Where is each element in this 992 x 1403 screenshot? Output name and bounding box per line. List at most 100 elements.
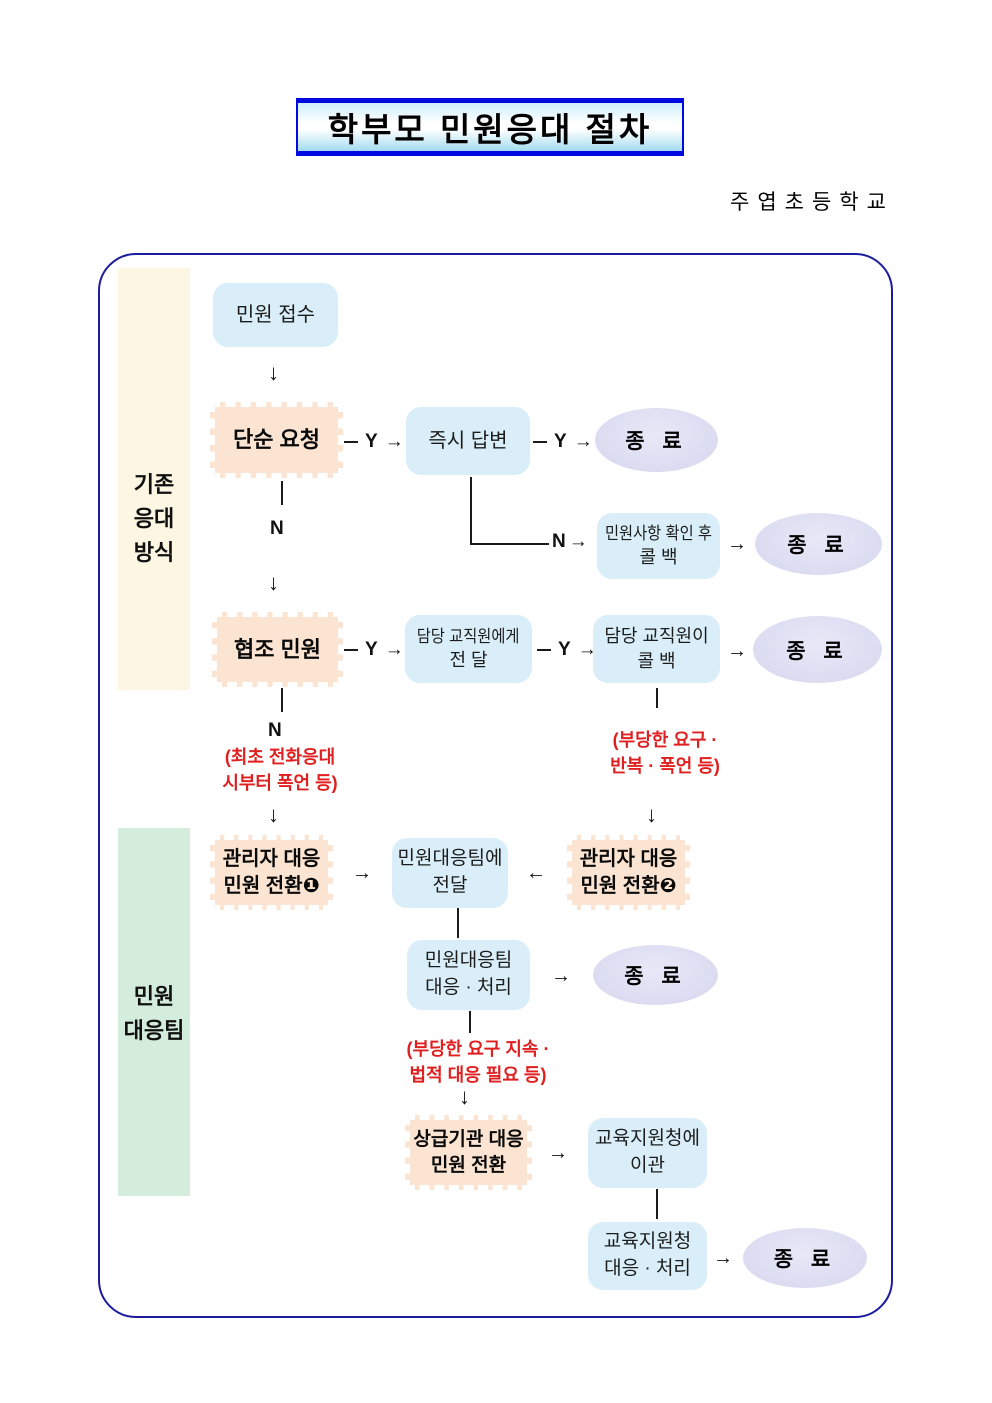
node-label: 이관 xyxy=(630,1155,665,1176)
lane-label: 대응팀 xyxy=(123,1018,185,1043)
node-label: 관리자 대응 xyxy=(222,847,321,870)
lane-existing-method: 기존 응대 방식 xyxy=(118,268,190,690)
arrow-left-icon: ← xyxy=(526,862,546,884)
arrow-down-icon: ↓ xyxy=(268,360,279,385)
node-end: 종 료 xyxy=(593,945,718,1005)
arrow-right-icon: → xyxy=(727,640,747,662)
annotation-line: 법적 대응 필요 등) xyxy=(409,1065,547,1086)
yes-label: Y xyxy=(558,639,571,660)
no-label: N xyxy=(552,531,566,552)
node-label: 민원 전환❷ xyxy=(580,874,677,897)
connector-line xyxy=(533,441,547,443)
node-label: 전달 xyxy=(432,875,468,896)
arrow-down-icon: ↓ xyxy=(268,570,279,595)
lane-label: 응대 xyxy=(133,506,175,531)
page-title: 학부모 민원응대 절차 xyxy=(296,98,684,156)
arrow-right-icon: → xyxy=(577,639,597,660)
edge-yes: Y → xyxy=(533,431,593,453)
node-team-forward: 민원대응팀에 전달 xyxy=(392,838,508,908)
node-coop-request: 협조 민원 xyxy=(212,612,343,687)
no-label: N xyxy=(268,720,282,741)
node-label: 교육지원청 xyxy=(603,1231,692,1253)
node-label: 콜 백 xyxy=(639,547,678,568)
school-name: 주엽초등학교 xyxy=(730,191,894,214)
edge-yes: Y → xyxy=(344,431,404,453)
arrow-right-icon: → xyxy=(384,639,404,660)
annotation-line: 반복 · 폭언 등) xyxy=(610,756,720,777)
annotation-abuse-from-start: (최초 전화응대 시부터 폭언 등) xyxy=(198,744,362,796)
node-label: 관리자 대응 xyxy=(579,847,678,870)
node-complaint-receipt: 민원 접수 xyxy=(213,283,338,347)
node-label: 민원 전환 xyxy=(430,1154,507,1176)
node-label: 대응 · 처리 xyxy=(604,1258,691,1279)
page-title-text: 학부모 민원응대 절차 xyxy=(327,111,653,148)
connector-line xyxy=(469,1011,471,1033)
node-office-handle: 교육지원청 대응 · 처리 xyxy=(588,1222,707,1290)
connector-line xyxy=(656,1189,658,1219)
annotation-unfair-persist: (부당한 요구 지속 · 법적 대응 필요 등) xyxy=(388,1036,568,1088)
connector-line xyxy=(470,477,472,544)
lane-label: 민원 xyxy=(133,984,175,1009)
node-label: 대응 · 처리 xyxy=(425,977,512,998)
node-end: 종 료 xyxy=(753,616,882,683)
node-label: 협조 민원 xyxy=(233,636,322,662)
node-staff-forward: 담당 교직원에게 전 달 xyxy=(405,615,532,683)
node-staff-callback: 담당 교직원이 콜 백 xyxy=(593,615,720,683)
node-manager-switch-2: 관리자 대응 민원 전환❷ xyxy=(567,835,690,910)
node-end: 종 료 xyxy=(755,513,882,575)
edge-no: N → xyxy=(552,532,588,551)
connector-line xyxy=(281,481,283,505)
node-label: 상급기관 대응 xyxy=(413,1128,524,1150)
arrow-right-icon: → xyxy=(727,533,747,555)
node-label: 담당 교직원이 xyxy=(604,625,709,646)
no-label: N xyxy=(270,518,284,539)
node-label: 민원 전환❶ xyxy=(223,874,320,897)
arrow-right-icon: → xyxy=(352,862,372,884)
node-upper-switch: 상급기관 대응 민원 전환 xyxy=(405,1115,532,1190)
node-end: 종 료 xyxy=(743,1228,867,1288)
node-manager-switch-1: 관리자 대응 민원 전환❶ xyxy=(210,835,333,910)
connector-line xyxy=(470,543,549,545)
annotation-line: (최초 전화응대 xyxy=(224,747,336,767)
connector-line xyxy=(344,649,358,651)
node-label: 종 료 xyxy=(773,1248,837,1271)
edge-yes: Y → xyxy=(537,639,597,661)
yes-label: Y xyxy=(365,639,378,660)
annotation-line: 시부터 폭언 등) xyxy=(222,773,338,794)
node-label: 담당 교직원에게 xyxy=(417,626,520,646)
node-end: 종 료 xyxy=(595,408,718,472)
node-label: 민원대응팀에 xyxy=(397,848,503,870)
connector-line xyxy=(537,649,551,651)
node-label: 콜 백 xyxy=(637,651,676,671)
lane-label: 기존 xyxy=(133,472,175,497)
arrow-right-icon: → xyxy=(384,431,404,452)
arrow-right-icon: → xyxy=(548,1142,568,1164)
node-label: 종 료 xyxy=(624,965,687,988)
yes-label: Y xyxy=(554,431,567,452)
node-label: 종 료 xyxy=(786,639,849,663)
arrow-right-icon: → xyxy=(573,431,593,452)
connector-line xyxy=(344,441,358,443)
connector-line xyxy=(656,688,658,708)
node-simple-request: 단순 요청 xyxy=(210,402,343,478)
node-label: 교육지원청에 xyxy=(595,1128,700,1150)
node-label: 전 달 xyxy=(449,650,488,671)
annotation-unfair-repeat: (부당한 요구 · 반복 · 폭언 등) xyxy=(583,727,747,779)
yes-label: Y xyxy=(365,431,378,452)
node-immediate-answer: 즉시 답변 xyxy=(406,407,530,475)
node-label: 종 료 xyxy=(787,534,850,557)
connector-line xyxy=(457,908,459,938)
arrow-down-icon: ↓ xyxy=(459,1084,470,1109)
node-label: 단순 요청 xyxy=(232,427,321,453)
connector-line xyxy=(281,688,283,712)
flow-frame xyxy=(98,253,893,1318)
node-label: 민원사항 확인 후 xyxy=(604,523,713,543)
annotation-line: (부당한 요구 지속 · xyxy=(406,1039,550,1059)
node-check-callback: 민원사항 확인 후 콜 백 xyxy=(597,513,720,579)
lane-label: 방식 xyxy=(133,540,175,565)
arrow-down-icon: ↓ xyxy=(268,802,279,827)
node-label: 즉시 답변 xyxy=(428,430,508,452)
node-label: 민원대응팀 xyxy=(424,950,513,972)
node-label: 종 료 xyxy=(625,430,688,453)
